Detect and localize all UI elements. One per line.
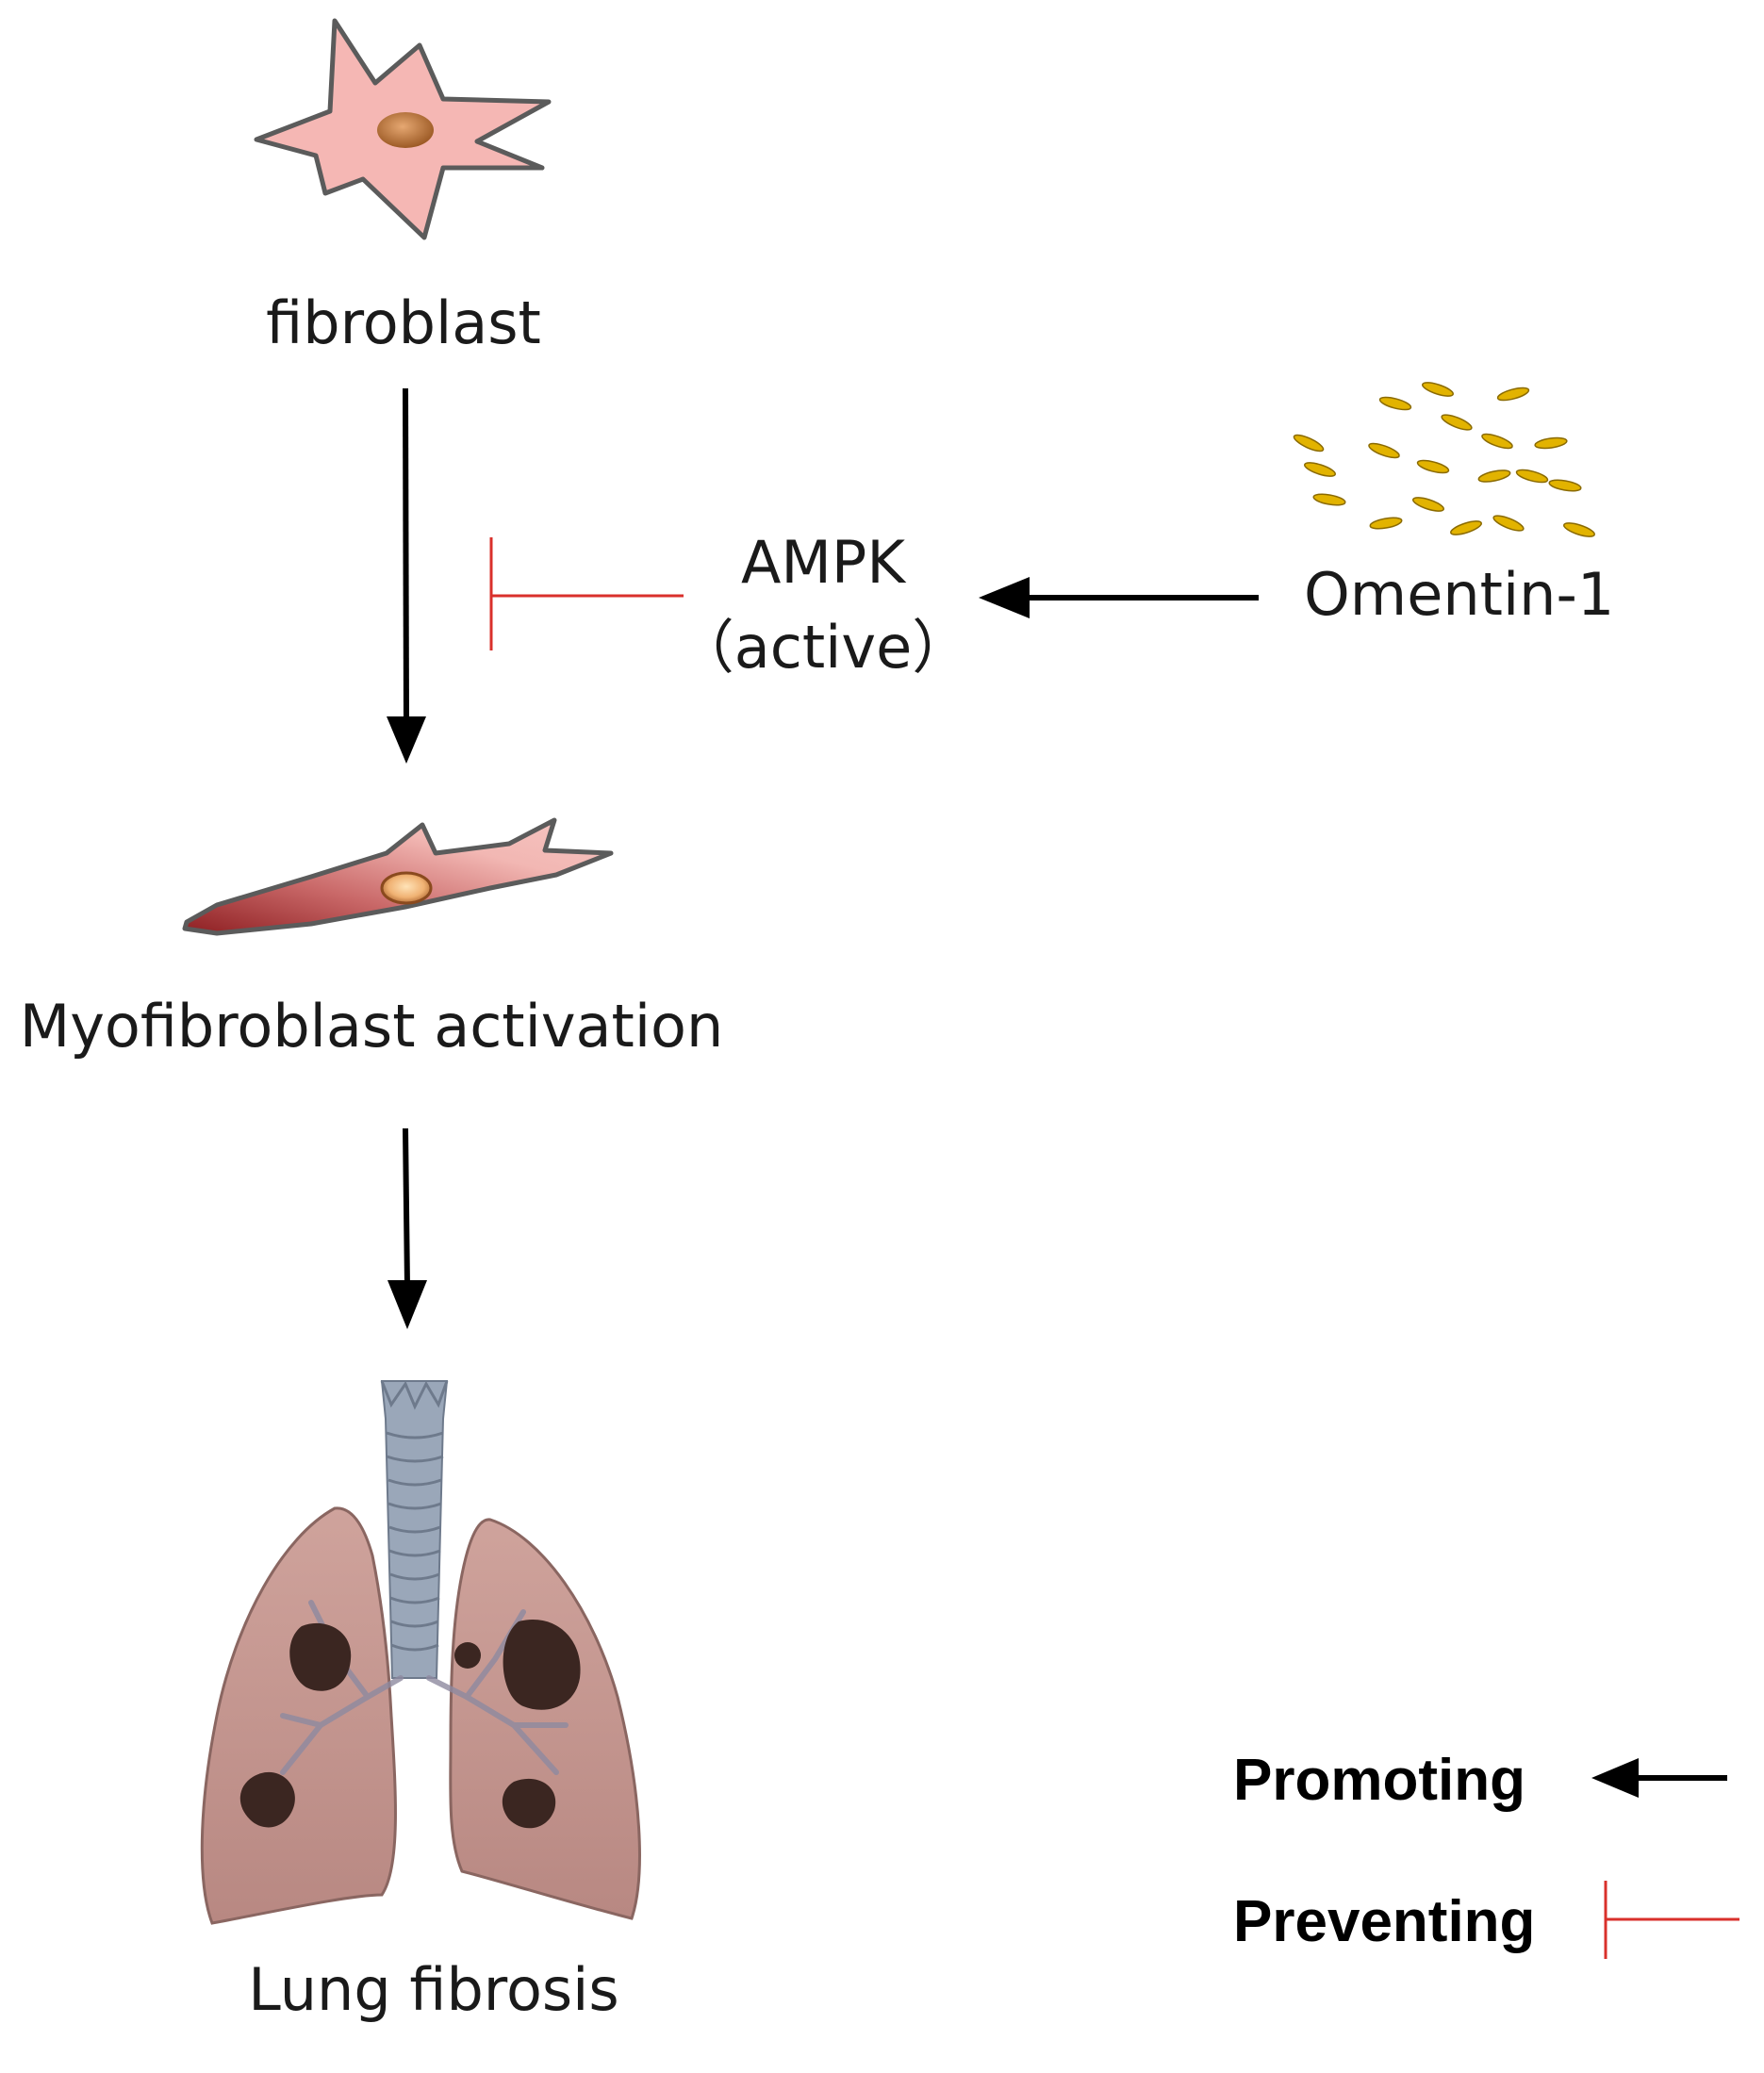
ampk-label: AMPK [741,528,905,597]
omentin-particle [1481,433,1513,450]
legend-preventing-label: Preventing [1233,1889,1536,1954]
myofibroblast-cell-icon [182,817,614,936]
omentin-particle [1368,442,1400,459]
omentin-particles-icon [1293,382,1595,537]
omentin-particle [1496,387,1530,402]
omentin-particle [1293,434,1325,452]
omentin-label: Omentin-1 [1304,560,1615,629]
fibroblast-cell-icon [254,18,552,240]
omentin-particle [1548,479,1582,492]
fibroblast-label: fibroblast [266,288,541,357]
omentin-particle [1515,469,1549,484]
omentin-particle [1422,382,1454,397]
omentin-particle [1534,436,1568,450]
legend-promoting-arrow [1591,1758,1727,1798]
arrow-omentin-to-ampk [979,577,1259,618]
omentin-particle [1450,520,1482,535]
omentin-particle [1312,493,1346,506]
omentin-particle [1416,459,1450,474]
omentin-particle [1412,497,1444,512]
legend-promoting-label: Promoting [1233,1748,1525,1813]
omentin-particle [1304,462,1336,477]
omentin-particle [1492,515,1525,532]
lung-fibrosis-label: Lung fibrosis [248,1955,619,2024]
ampk-state-label: （active） [675,613,971,682]
omentin-particle [1441,414,1473,431]
myofibroblast-label: Myofibroblast activation [19,992,724,1061]
omentin-particle [1477,469,1511,483]
inhibition-ampk-to-activation [489,537,684,650]
omentin-particle [1378,396,1412,411]
arrow-myofibroblast-to-lung [387,1127,427,1329]
arrow-fibroblast-to-myofibroblast [387,387,426,764]
omentin-particle [1563,522,1595,537]
omentin-particle [1369,517,1403,530]
fibrotic-lungs-icon [200,1380,641,1925]
legend-preventing-symbol [1604,1881,1739,1959]
